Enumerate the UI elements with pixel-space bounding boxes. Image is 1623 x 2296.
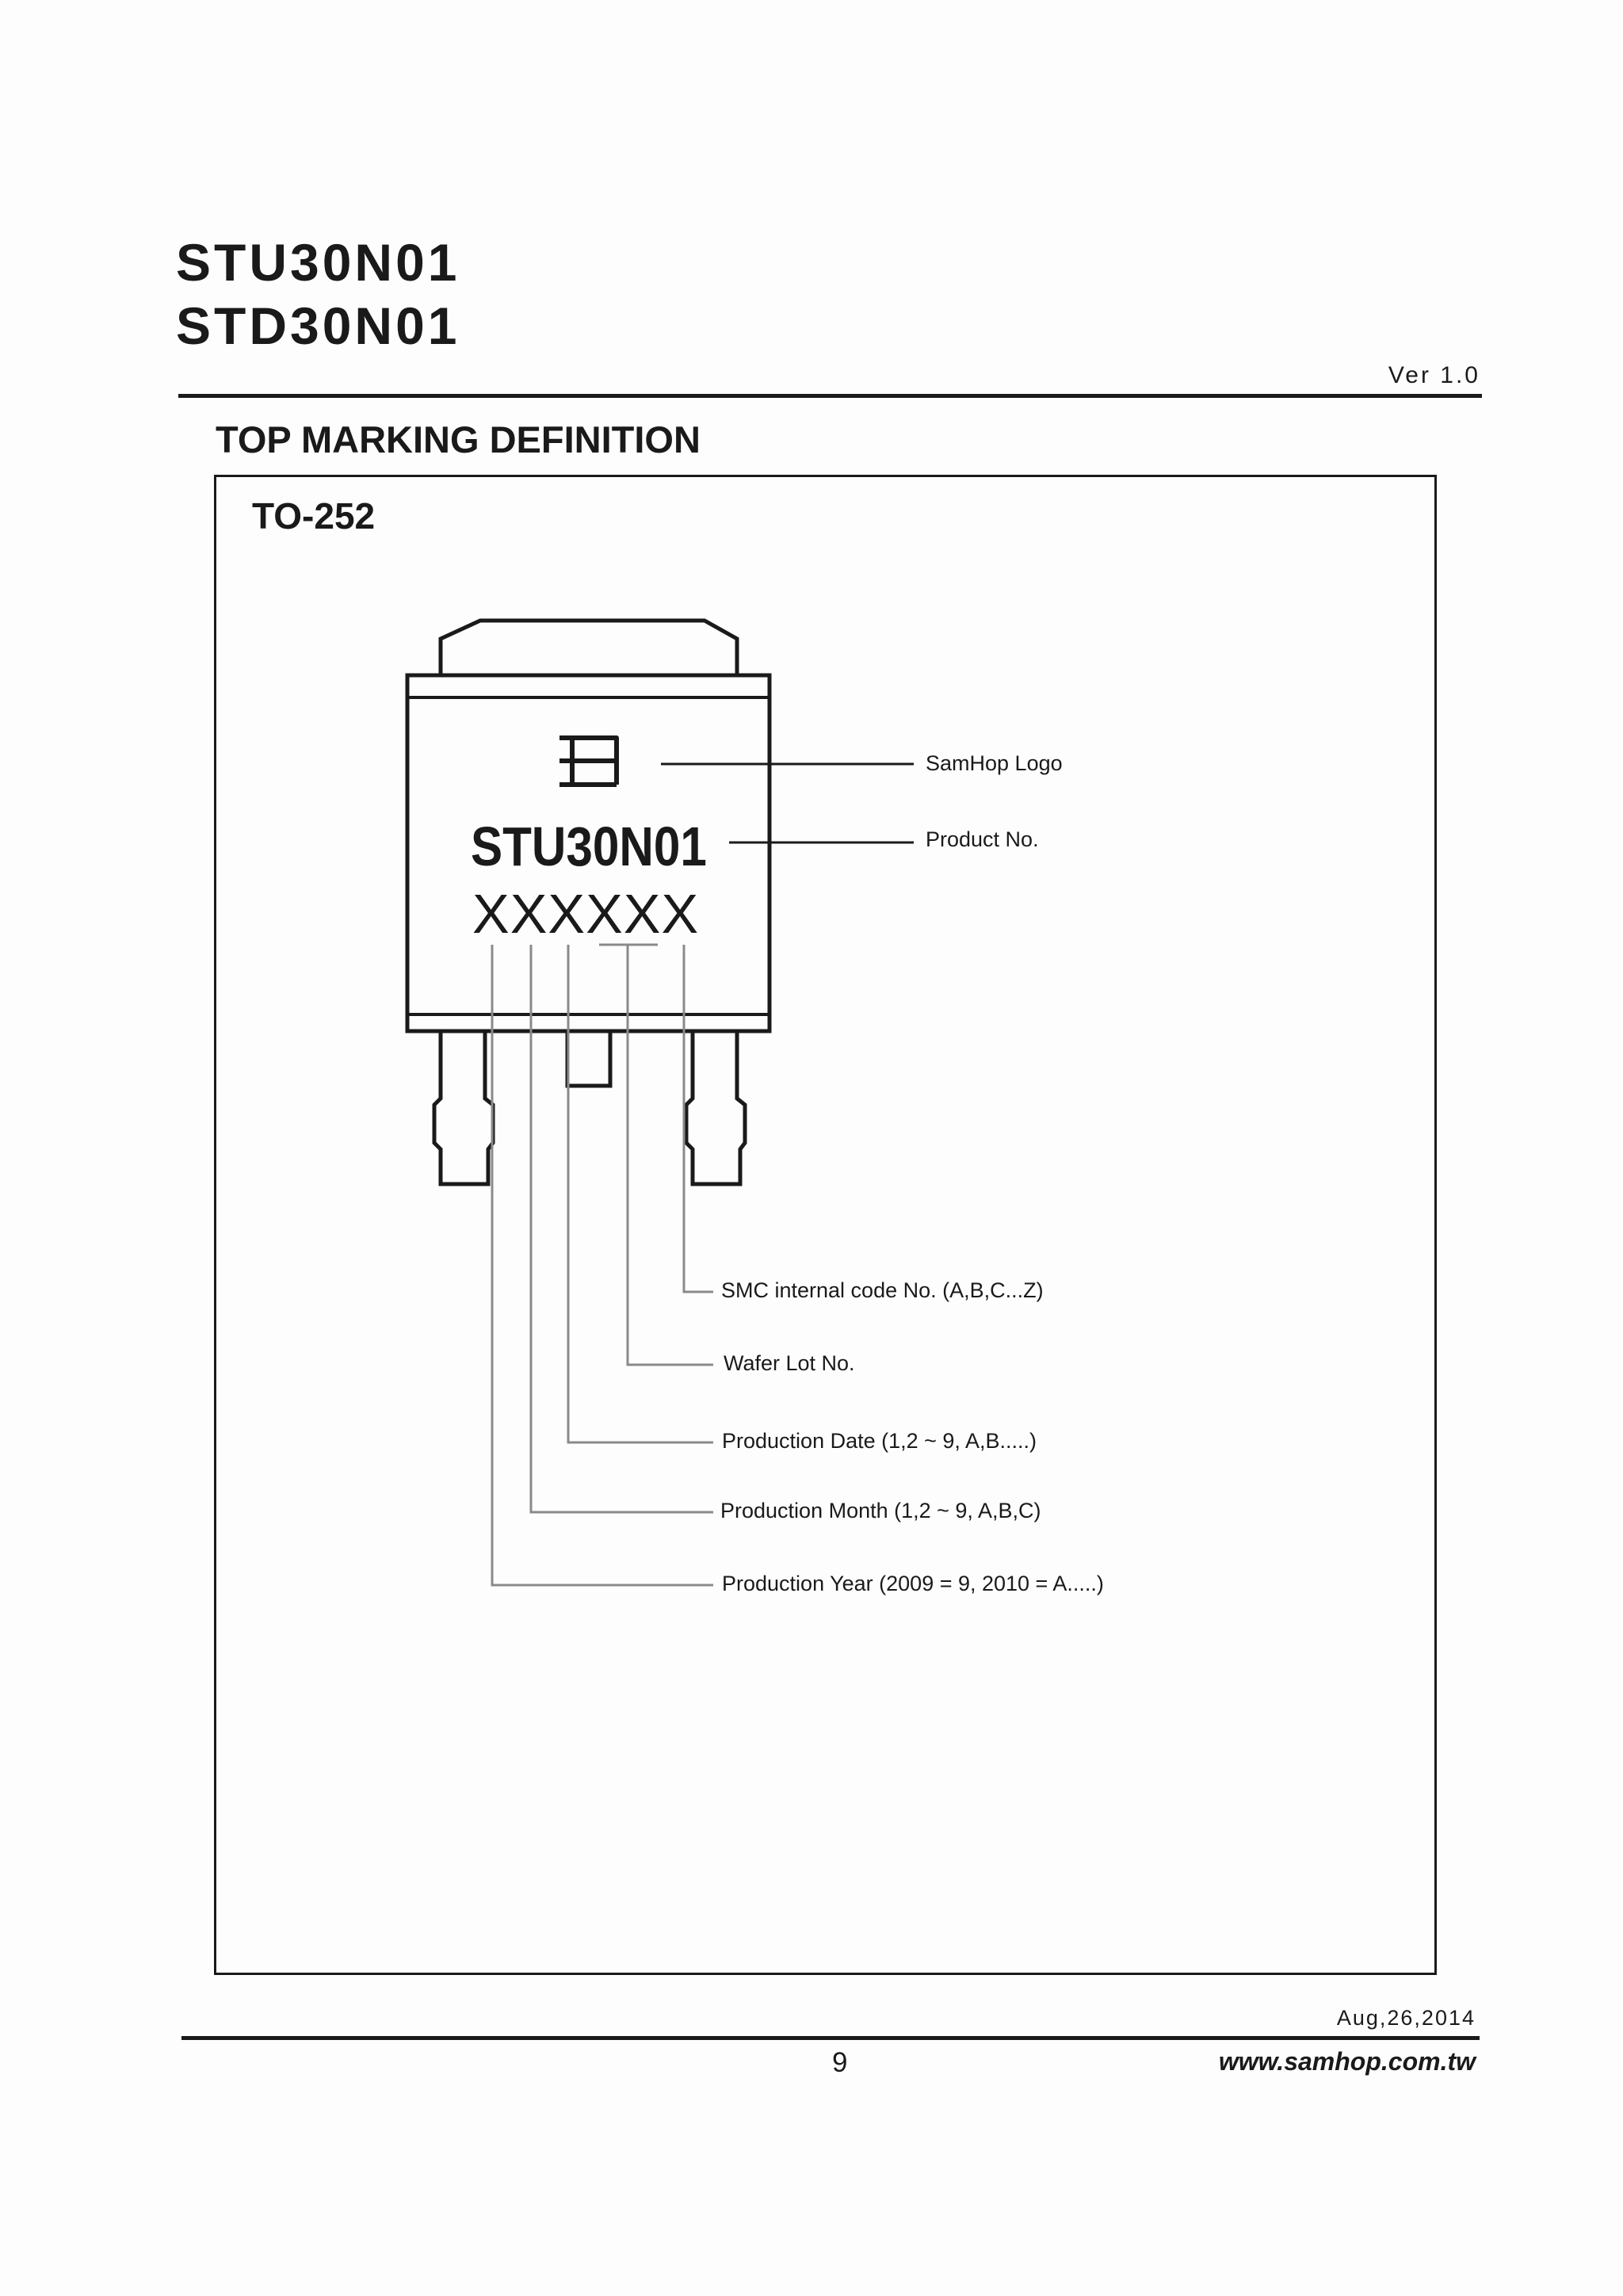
callout-production-date: Production Date (1,2 ~ 9, A,B.....)	[722, 1429, 1037, 1453]
package-body	[405, 673, 772, 1033]
website-link[interactable]: www.samhop.com.tw	[1218, 2047, 1476, 2076]
pin-left	[432, 1031, 495, 1186]
marking-frame	[214, 475, 1437, 1975]
section-title: TOP MARKING DEFINITION	[216, 418, 701, 460]
package-top-tab	[438, 618, 739, 675]
prod-year-leader	[491, 945, 713, 1587]
part-number-2: STD30N01	[176, 296, 460, 355]
prod-date-leader	[567, 945, 713, 1444]
document-date: Aug,26,2014	[1336, 2006, 1476, 2030]
footer-divider	[181, 2036, 1480, 2040]
header-divider	[178, 394, 1482, 398]
callout-production-month: Production Month (1,2 ~ 9, A,B,C)	[720, 1499, 1041, 1522]
part-number-1: STU30N01	[176, 233, 460, 292]
callout-product: Product No.	[926, 827, 1039, 851]
code-leaders	[491, 943, 713, 1587]
prod-month-leader	[529, 945, 713, 1514]
pin-center	[565, 1031, 613, 1088]
chip-part-marking: STU30N01	[471, 816, 707, 877]
callout-production-year: Production Year (2009 = 9, 2010 = A.....…	[722, 1572, 1104, 1595]
callout-wafer-lot: Wafer Lot No.	[724, 1351, 855, 1375]
callout-smc-code: SMC internal code No. (A,B,C...Z)	[721, 1278, 1044, 1302]
callout-logo: SamHop Logo	[926, 751, 1063, 775]
package-name: TO-252	[252, 495, 376, 537]
page-number: 9	[832, 2047, 848, 2078]
samhop-logo-icon	[559, 735, 619, 787]
version-label: Ver 1.0	[1388, 362, 1480, 388]
chip-code-marking: XXXXXX	[472, 883, 700, 945]
pin-right	[684, 1031, 747, 1186]
wafer-lot-leader	[626, 945, 713, 1366]
smc-code-leader	[682, 945, 713, 1293]
